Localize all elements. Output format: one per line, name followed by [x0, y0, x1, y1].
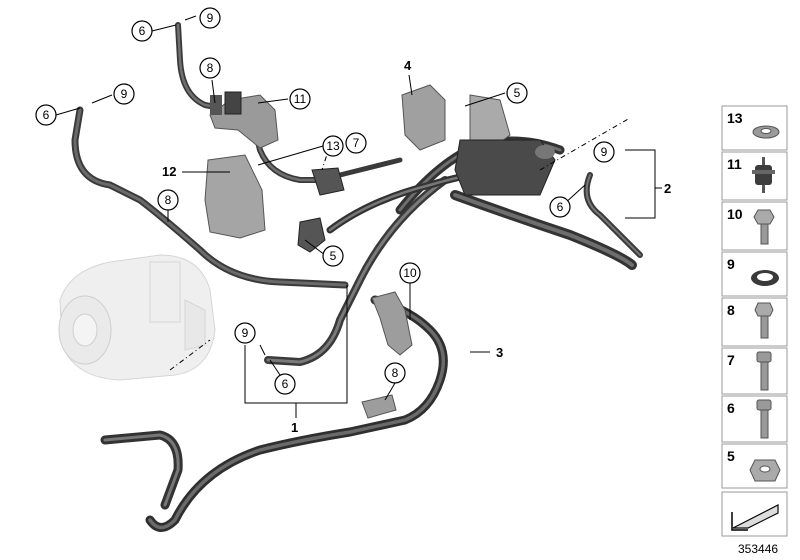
legend-item-10: 10 [721, 201, 788, 251]
label-12: 12 [162, 164, 176, 179]
label-4: 4 [404, 58, 412, 73]
svg-text:9: 9 [727, 256, 735, 272]
callout-13: 13 [322, 135, 344, 157]
svg-text:6: 6 [727, 400, 735, 416]
svg-text:7: 7 [353, 136, 360, 150]
svg-text:5: 5 [727, 448, 735, 464]
svg-text:9: 9 [207, 11, 214, 25]
legend-arrow-icon [721, 491, 788, 537]
svg-text:7: 7 [727, 352, 735, 368]
callout-5-lower: 5 [322, 245, 344, 267]
label-3: 3 [496, 345, 503, 360]
clip-8-lower [361, 394, 397, 419]
callout-6-right: 6 [549, 196, 571, 218]
svg-text:9: 9 [242, 326, 249, 340]
legend-item-9: 9 [721, 251, 788, 297]
svg-text:11: 11 [727, 156, 742, 172]
svg-text:10: 10 [727, 206, 743, 222]
callout-7: 7 [345, 132, 367, 154]
callout-8-left: 8 [157, 189, 179, 211]
callout-5-upper: 5 [506, 82, 528, 104]
callout-6-left: 6 [35, 104, 57, 126]
label-1: 1 [291, 420, 298, 435]
legend-item-5: 5 [721, 443, 788, 489]
svg-text:6: 6 [557, 200, 564, 214]
callout-9-right: 9 [593, 141, 615, 163]
svg-text:11: 11 [294, 92, 307, 106]
svg-text:6: 6 [43, 108, 50, 122]
reservoir [454, 139, 556, 196]
svg-text:13: 13 [727, 110, 743, 126]
callout-6-top: 6 [131, 20, 153, 42]
power-steering-pump [58, 254, 216, 381]
svg-text:8: 8 [165, 193, 172, 207]
callout-6-lower: 6 [274, 373, 296, 395]
callout-9-lower: 9 [234, 322, 256, 344]
svg-text:8: 8 [207, 61, 214, 75]
legend-column: 13 11 10 9 8 [721, 105, 788, 537]
legend-item-6: 6 [721, 395, 788, 443]
hose-3-end [100, 430, 183, 510]
svg-text:8: 8 [727, 302, 735, 318]
svg-text:6: 6 [282, 377, 289, 391]
svg-text:9: 9 [121, 87, 128, 101]
svg-text:5: 5 [330, 249, 337, 263]
bracket-mount-5 [297, 167, 345, 253]
svg-text:5: 5 [514, 86, 521, 100]
callout-10: 10 [399, 262, 421, 284]
legend-item-13: 13 [721, 105, 788, 151]
callout-9-left: 9 [113, 83, 135, 105]
callout-8-lower: 8 [384, 362, 406, 384]
callout-9-top: 9 [199, 7, 221, 29]
svg-text:8: 8 [392, 366, 399, 380]
svg-text:13: 13 [326, 139, 340, 153]
callout-11: 11 [289, 88, 311, 110]
legend-item-11: 11 [721, 151, 788, 201]
bracket-12 [204, 154, 266, 239]
bracket-top [209, 91, 279, 149]
label-2: 2 [664, 181, 671, 196]
drawing-number: 353446 [738, 542, 778, 556]
legend-item-8: 8 [721, 297, 788, 347]
bracket-10 [371, 291, 413, 356]
callout-8-top: 8 [199, 57, 221, 79]
svg-text:10: 10 [403, 266, 417, 280]
svg-text:9: 9 [601, 145, 608, 159]
bracket-4 [401, 84, 511, 151]
legend-item-7: 7 [721, 347, 788, 395]
svg-text:6: 6 [139, 24, 146, 38]
